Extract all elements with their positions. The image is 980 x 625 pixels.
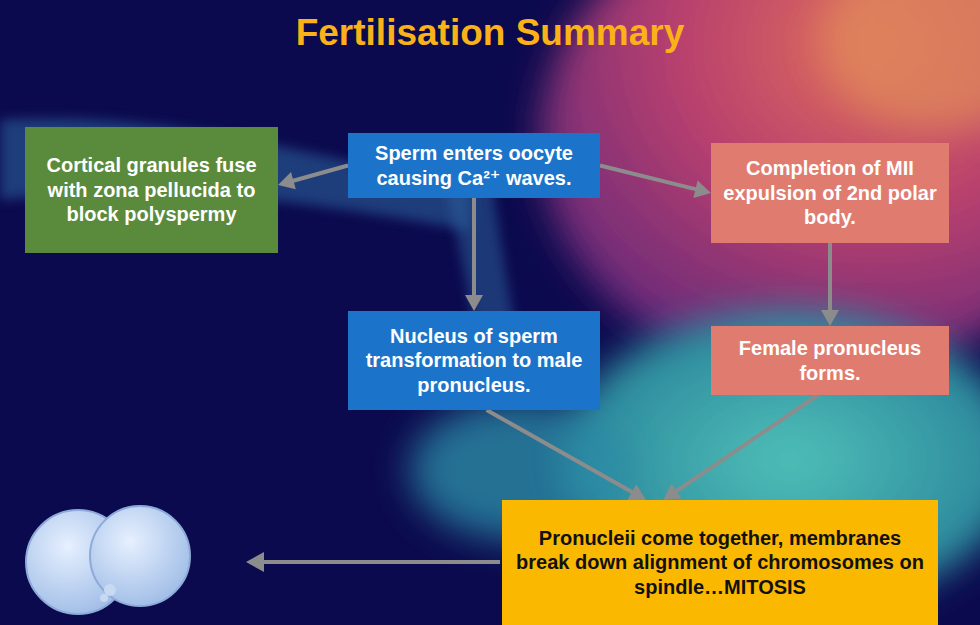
process-box: Pronucleii come together, membranes brea… bbox=[502, 500, 938, 625]
arrow-head bbox=[628, 484, 646, 500]
connector-line bbox=[600, 166, 697, 190]
connector bbox=[465, 198, 483, 311]
process-box: Sperm enters oocyte causing Ca²⁺ waves. bbox=[348, 133, 600, 198]
arrow-head bbox=[465, 295, 483, 311]
connector bbox=[821, 243, 839, 326]
connector-line bbox=[487, 410, 634, 493]
connector-line bbox=[472, 198, 476, 297]
process-box: Nucleus of sperm transformation to male … bbox=[348, 311, 600, 410]
arrow-head bbox=[693, 180, 711, 197]
connector bbox=[600, 166, 711, 198]
arrow-head bbox=[278, 172, 296, 189]
process-box: Completion of MII expulsion of 2nd polar… bbox=[711, 143, 949, 243]
box-text: Completion of MII expulsion of 2nd polar… bbox=[723, 156, 937, 229]
connector bbox=[487, 410, 646, 500]
box-text: Sperm enters oocyte causing Ca²⁺ waves. bbox=[360, 141, 588, 190]
connector bbox=[278, 166, 348, 190]
connector-line bbox=[291, 166, 348, 182]
arrow-head bbox=[821, 310, 839, 326]
box-text: Nucleus of sperm transformation to male … bbox=[360, 324, 588, 397]
box-text: Cortical granules fuse with zona pelluci… bbox=[37, 153, 266, 226]
box-text: Pronucleii come together, membranes brea… bbox=[514, 526, 926, 599]
arrow-head bbox=[663, 484, 681, 500]
connector-line bbox=[828, 243, 832, 312]
box-text: Female pronucleus forms. bbox=[723, 336, 937, 385]
diagram-title: Fertilisation Summary bbox=[0, 12, 980, 54]
connector bbox=[663, 395, 818, 500]
two-cell-embryo bbox=[26, 506, 190, 614]
connector-line bbox=[675, 395, 818, 492]
leader-arrow bbox=[246, 552, 500, 572]
process-box: Female pronucleus forms. bbox=[711, 326, 949, 395]
process-box: Cortical granules fuse with zona pelluci… bbox=[25, 127, 278, 253]
